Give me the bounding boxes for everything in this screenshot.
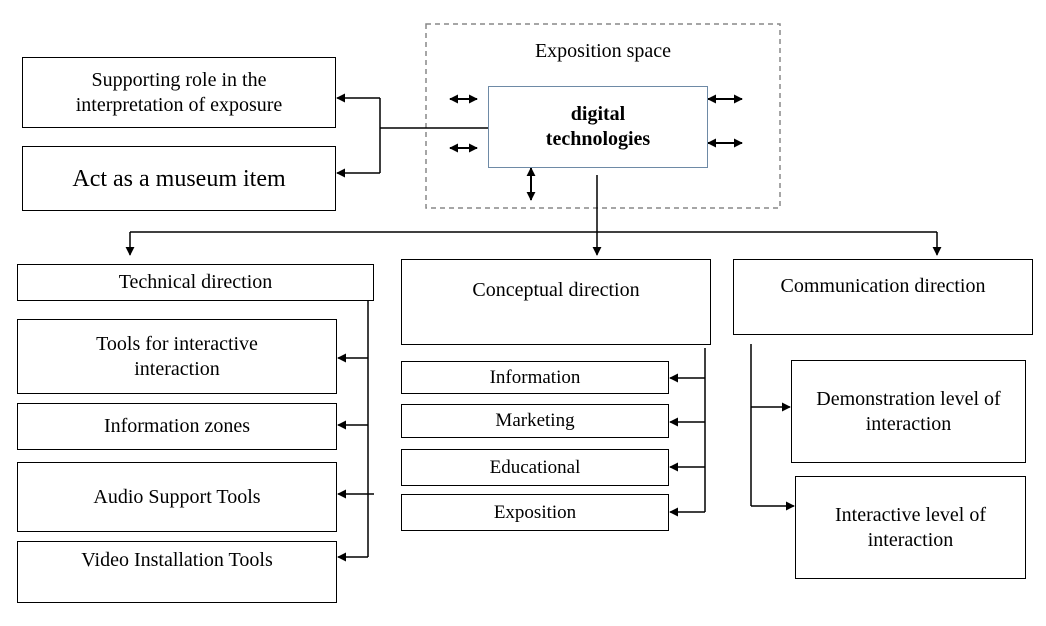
- technical-item-2-label: Information zones: [103, 415, 251, 437]
- supporting-role-line1: Supporting role in the: [91, 68, 267, 91]
- technical-item-1-line2: interaction: [134, 357, 220, 380]
- conceptual-direction-title: Conceptual direction: [472, 279, 640, 301]
- communication-item-2: Interactive level of interaction: [795, 476, 1026, 579]
- technical-item-2: Information zones: [17, 403, 337, 450]
- conceptual-item-2-label: Marketing: [495, 410, 575, 432]
- communication-item-1: Demonstration level of interaction: [791, 360, 1026, 463]
- technical-item-4: Video Installation Tools: [17, 541, 337, 603]
- technical-item-4-label: Video Installation Tools: [81, 549, 273, 571]
- conceptual-item-3-label: Educational: [489, 456, 581, 478]
- museum-item-label: Act as a museum item: [72, 165, 286, 192]
- conceptual-item-1: Information: [401, 361, 669, 394]
- exposition-space-frame: [425, 23, 781, 209]
- technical-item-3-label: Audio Support Tools: [93, 485, 261, 508]
- conceptual-item-1-label: Information: [489, 366, 581, 388]
- technical-item-3: Audio Support Tools: [17, 462, 337, 532]
- museum-item-box: Act as a museum item: [22, 146, 336, 211]
- communication-item-2-line2: interaction: [867, 528, 954, 551]
- communication-item-1-line2: interaction: [865, 412, 952, 435]
- communication-direction-title: Communication direction: [780, 275, 986, 297]
- exposition-space-title: Exposition space: [534, 40, 672, 62]
- conceptual-item-2: Marketing: [401, 404, 669, 438]
- technical-direction-title: Technical direction: [118, 271, 273, 293]
- technical-item-1-line1: Tools for interactive: [96, 332, 258, 355]
- communication-item-1-line1: Demonstration level of: [816, 387, 1001, 410]
- technical-direction-box: Technical direction: [17, 264, 374, 301]
- supporting-role-line2: interpretation of exposure: [75, 93, 283, 116]
- supporting-role-box: Supporting role in the interpretation of…: [22, 57, 336, 128]
- digital-technologies-box: digital technologies: [488, 86, 708, 168]
- technical-item-1: Tools for interactive interaction: [17, 319, 337, 394]
- conceptual-direction-box: Conceptual direction: [401, 259, 711, 345]
- communication-item-2-line1: Interactive level of: [834, 503, 987, 526]
- digital-technologies-line2: technologies: [545, 128, 651, 150]
- conceptual-item-4: Exposition: [401, 494, 669, 531]
- digital-technologies-line1: digital: [570, 103, 626, 125]
- communication-direction-box: Communication direction: [733, 259, 1033, 335]
- conceptual-item-4-label: Exposition: [493, 501, 577, 523]
- conceptual-item-3: Educational: [401, 449, 669, 486]
